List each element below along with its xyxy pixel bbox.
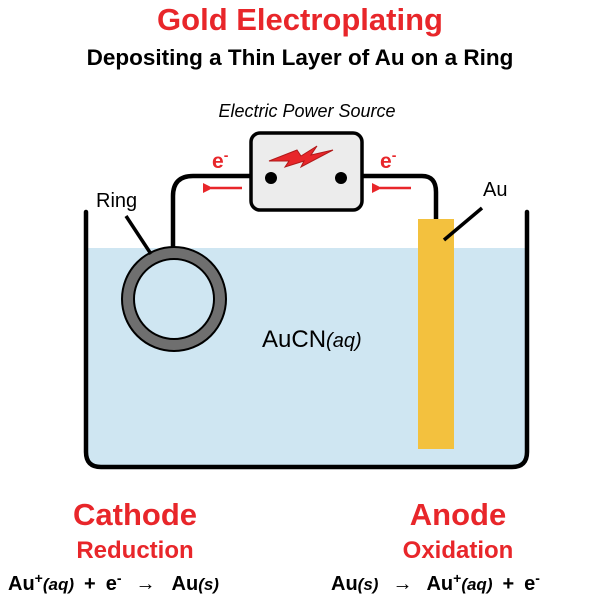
negative-terminal — [265, 172, 277, 184]
anode-pointer — [442, 206, 484, 242]
solution-label: AuCN(aq) — [262, 326, 362, 353]
ring-label: Ring — [96, 190, 137, 212]
ring-pointer — [124, 215, 153, 255]
power-source-box — [249, 131, 364, 212]
anode-process: Oxidation — [403, 537, 514, 564]
diagram-subtitle: Depositing a Thin Layer of Au on a Ring — [87, 45, 514, 70]
electron-label-left: e- — [212, 147, 229, 173]
electron-label-right: e- — [380, 147, 397, 173]
anode-title: Anode — [410, 497, 506, 532]
ring — [123, 248, 225, 350]
anode-label: Au — [483, 179, 507, 201]
power-source-label: Electric Power Source — [218, 101, 395, 121]
cathode-title: Cathode — [73, 497, 197, 532]
diagram-title: Gold Electroplating — [157, 2, 443, 37]
anode-equation: Au(s)→Au+(aq)+e- — [331, 570, 540, 595]
gold-anode — [418, 219, 454, 449]
beaker — [83, 209, 530, 470]
cathode-equation: Au+(aq)+e-→Au(s) — [8, 570, 219, 595]
cathode-process: Reduction — [76, 537, 193, 564]
electrolyte-solution — [86, 248, 527, 467]
positive-terminal — [335, 172, 347, 184]
lightning-bolt-icon — [268, 145, 334, 169]
